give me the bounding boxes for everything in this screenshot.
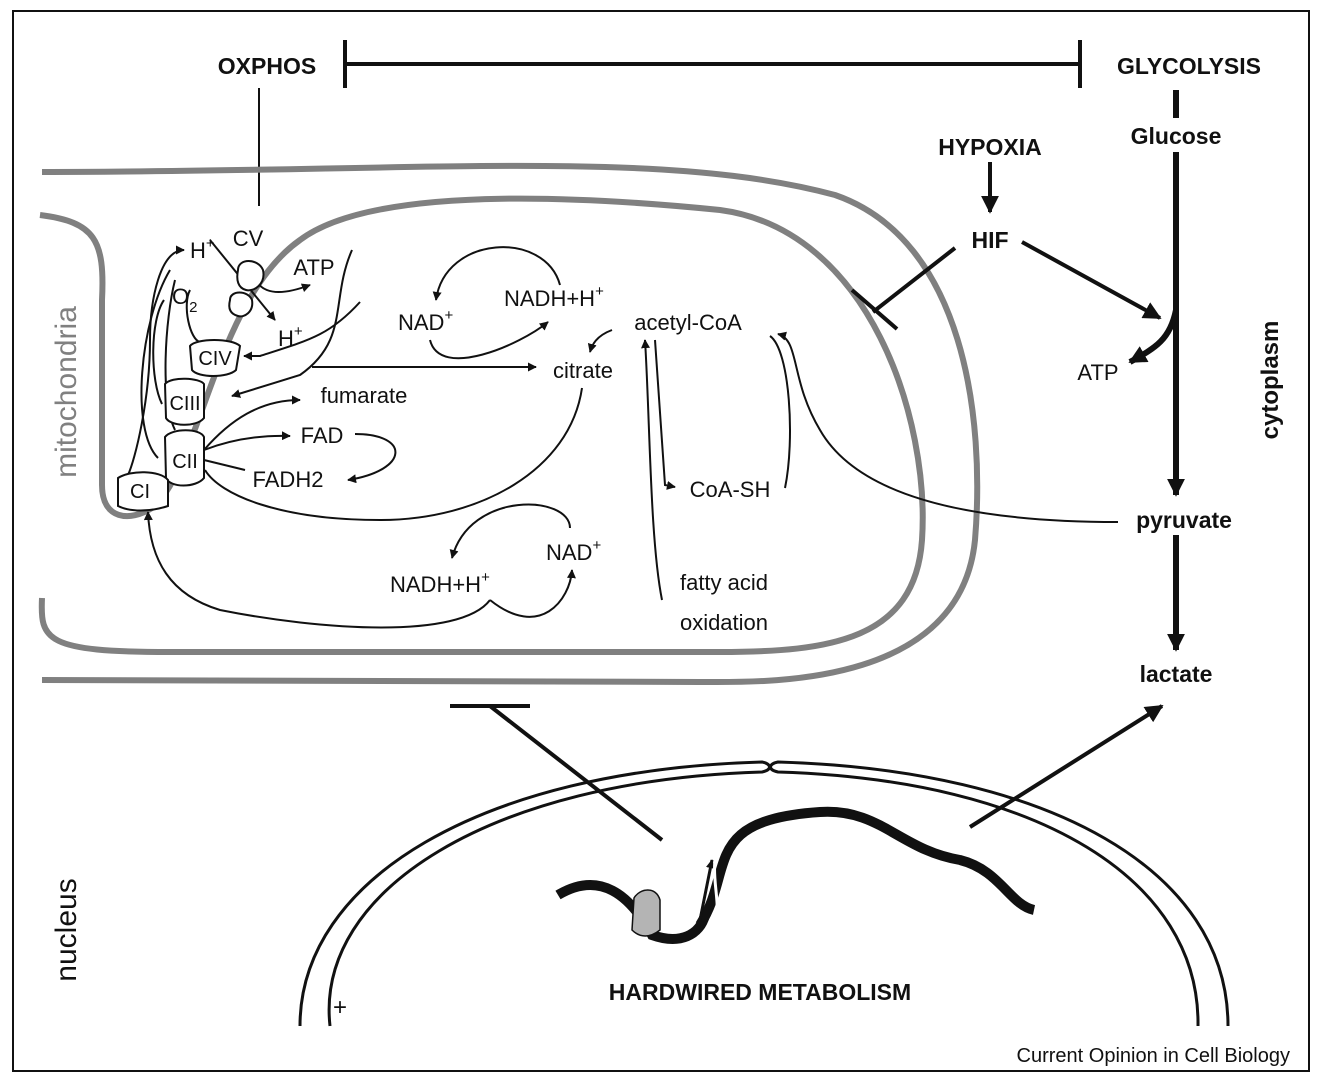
pyruvate-label: pyruvate [1136,507,1232,533]
nadh1-label: NADH+H+ [504,283,604,311]
fadh2-label: FADH2 [253,467,324,492]
pyruvate-to-acetylcoa [778,334,1118,522]
transcription-factor [632,890,660,936]
lactate-label: lactate [1140,661,1213,687]
hardwired-label: HARDWIRED METABOLISM [609,979,911,1005]
credit-label: Current Opinion in Cell Biology [1017,1045,1290,1067]
ciii-label: CIII [169,393,200,415]
h-top-label: H+ [190,235,215,263]
fad-label: FAD [301,423,344,448]
cytoplasm-label: cytoplasm [1257,321,1284,440]
fatty-acid-label: fatty acid [680,570,768,595]
nucleus-to-lactate-arrow [970,706,1162,827]
glycolysis-axis [1130,90,1176,650]
ci-label: CI [130,481,150,503]
chromatin [558,812,1034,939]
coash-label: CoA-SH [690,477,771,502]
hif-label: HIF [971,227,1008,253]
hypoxia-label: HYPOXIA [938,134,1042,160]
mitochondria-label: mitochondria [50,306,83,478]
cv-label: CV [233,226,264,251]
oxidation-label: oxidation [680,610,768,635]
atp-mito-label: ATP [293,255,334,280]
atp-cyto-label: ATP [1077,360,1118,385]
citrate-label: citrate [553,358,613,383]
fumarate-label: fumarate [321,383,408,408]
glycolysis-label: GLYCOLYSIS [1117,53,1261,79]
plus-label: + [333,994,347,1021]
nad2-label: NAD+ [546,537,601,565]
glucose-label: Glucose [1131,123,1222,149]
cii-label: CII [172,451,198,473]
mutual-inhibition-bar [345,40,1080,88]
acetylcoa-label: acetyl-CoA [634,310,742,335]
h-mid-label: H+ [278,323,303,351]
nadh2-label: NADH+H+ [390,569,490,597]
oxphos-label: OXPHOS [218,53,316,79]
nad1-label: NAD+ [398,307,453,335]
nucleus-label: nucleus [50,878,83,981]
o2-label: O2 [172,284,197,316]
civ-label: CIV [198,348,232,370]
